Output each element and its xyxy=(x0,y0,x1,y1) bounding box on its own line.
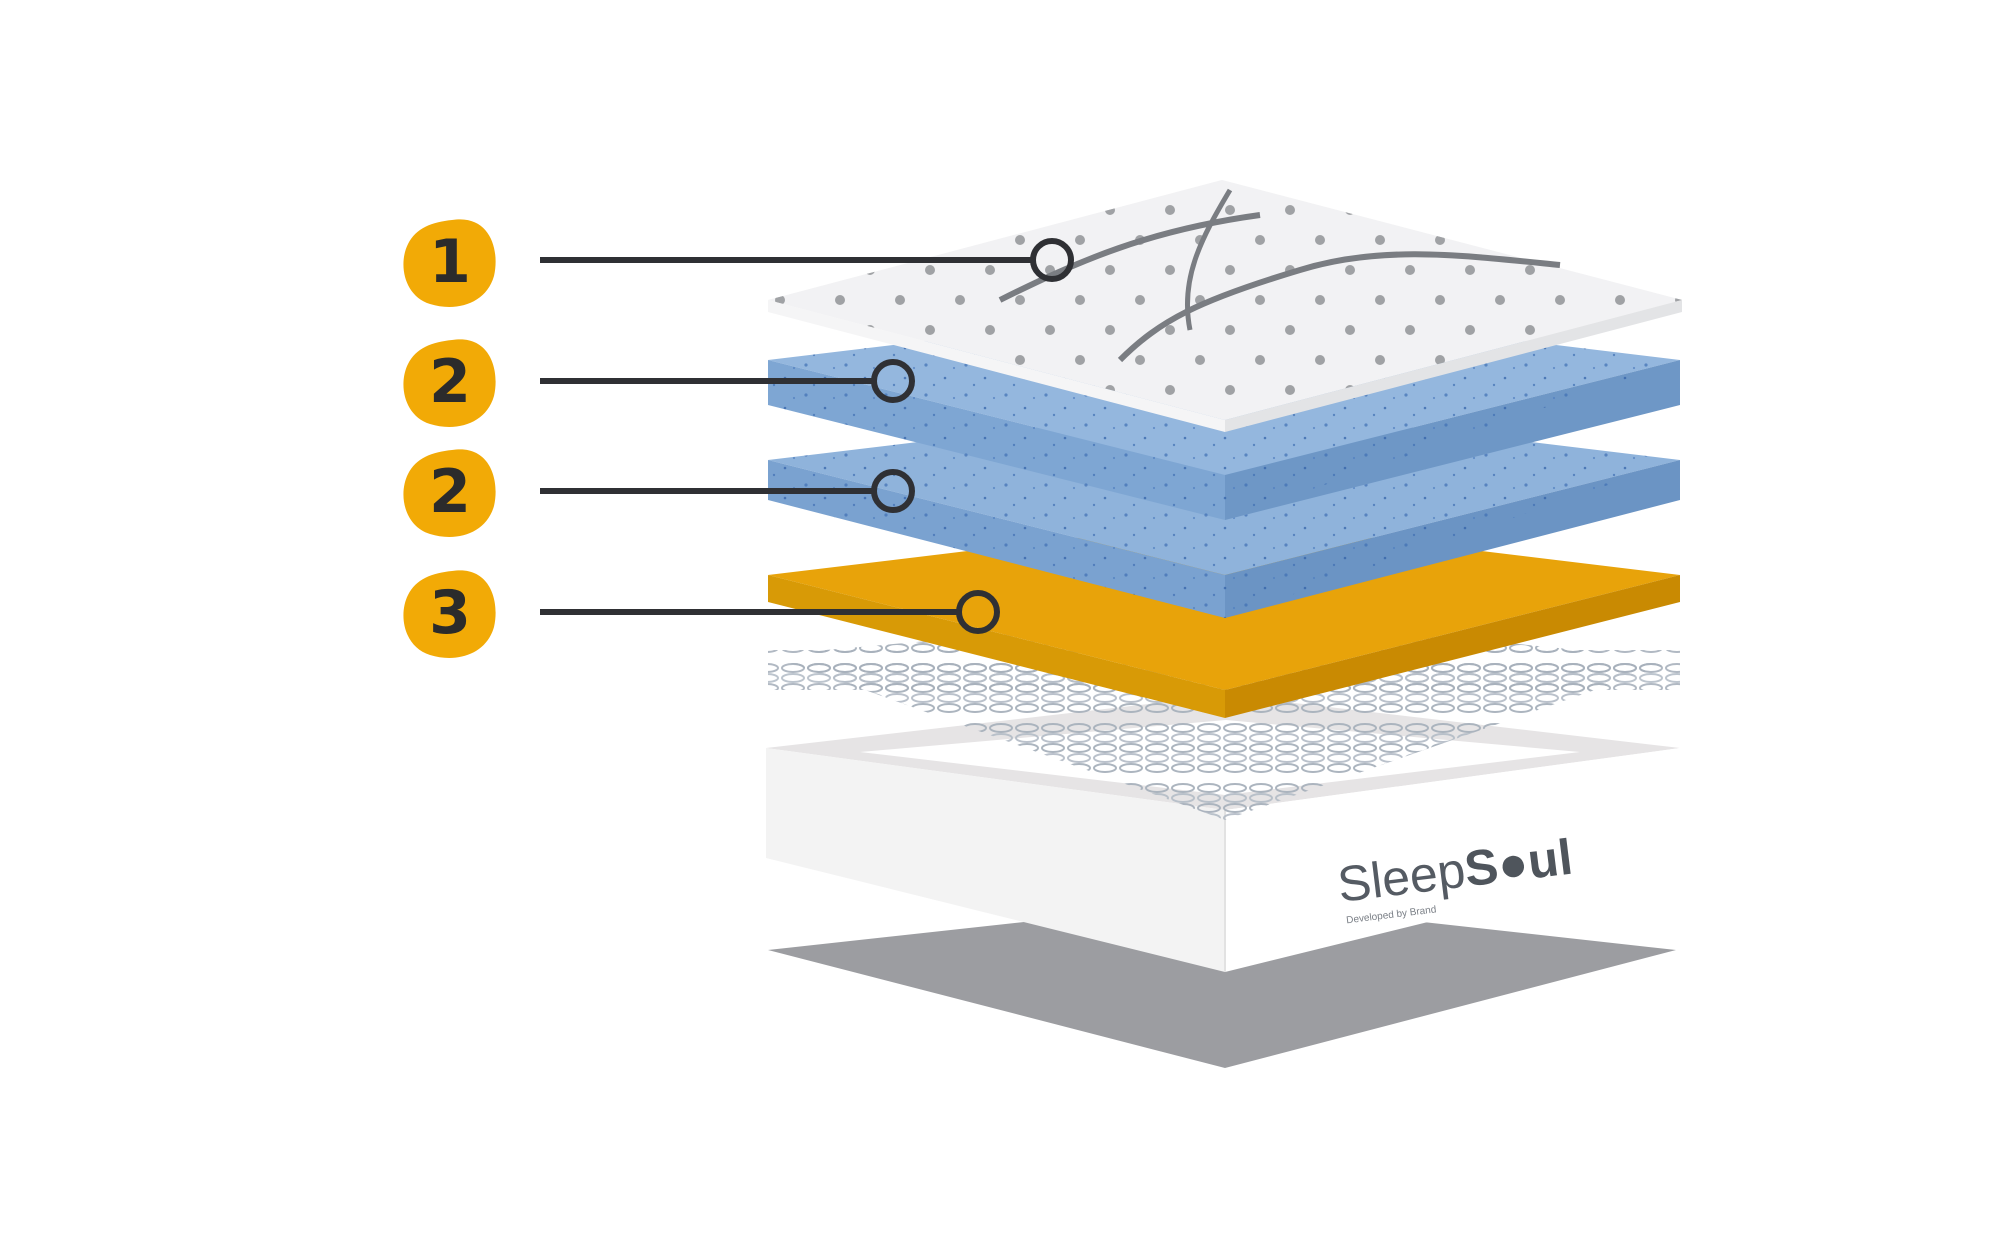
orange-foam-right-side xyxy=(1225,575,1680,718)
leader-lines xyxy=(540,238,1074,634)
leader-endpoint-1 xyxy=(1030,238,1074,282)
callout-badge-1: 1 xyxy=(403,219,496,307)
brand-name-bold-end: ul xyxy=(1525,829,1576,890)
base-plate xyxy=(768,900,1676,1068)
brand-logo-drop: ● xyxy=(1495,834,1532,893)
callout-badge-3: 2 xyxy=(403,449,496,537)
leader-endpoint-2 xyxy=(871,359,915,403)
quilt-right-edge xyxy=(1225,300,1682,432)
quilted-top-layer xyxy=(768,180,1682,432)
badge-number-2: 2 xyxy=(429,347,471,417)
badge-number-1: 1 xyxy=(429,227,471,297)
badge-number-3: 2 xyxy=(429,457,471,527)
quilt-stitch-line-3 xyxy=(1184,188,1233,331)
base-box-right-side xyxy=(1225,748,1680,972)
badge-shape-2 xyxy=(403,339,496,427)
badge-shape-4 xyxy=(403,570,496,658)
base-box-left-side xyxy=(766,748,1225,972)
base-plate-shape xyxy=(768,900,1676,1068)
quilt-left-edge xyxy=(768,300,1225,432)
badge-number-4: 3 xyxy=(429,578,471,648)
callout-badges: 1 2 2 3 xyxy=(403,219,496,658)
leader-endpoint-3 xyxy=(871,469,915,513)
badge-shape-1 xyxy=(403,219,496,307)
callout-badge-2: 2 xyxy=(403,339,496,427)
callout-badge-4: 3 xyxy=(403,570,496,658)
badge-shape-3 xyxy=(403,449,496,537)
leader-endpoint-4 xyxy=(956,590,1000,634)
quilt-stitch-line-1 xyxy=(998,212,1261,303)
quilt-stitch-line-2 xyxy=(1117,251,1561,363)
brand-name-bold: S xyxy=(1461,838,1501,898)
